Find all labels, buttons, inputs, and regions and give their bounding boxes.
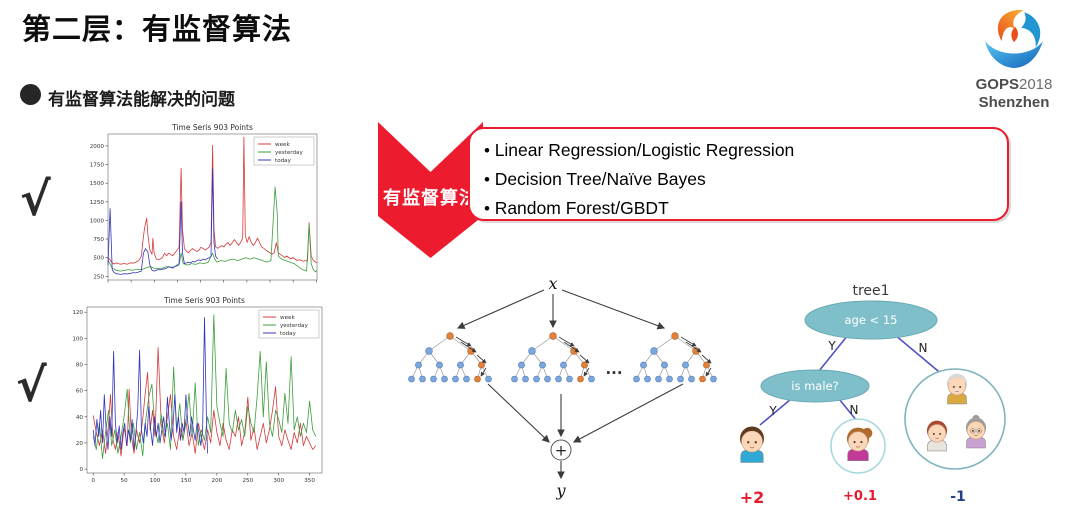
svg-text:500: 500 bbox=[93, 256, 104, 262]
svg-text:y: y bbox=[555, 481, 566, 500]
gops-logo-icon bbox=[985, 9, 1043, 68]
algorithm-item: Decision Tree/Naïve Bayes bbox=[484, 165, 1007, 194]
svg-text:x: x bbox=[548, 274, 557, 293]
logo-year: 2018 bbox=[1018, 76, 1053, 93]
svg-text:-1: -1 bbox=[950, 489, 966, 505]
svg-text:today: today bbox=[275, 158, 292, 164]
svg-text:week: week bbox=[280, 315, 295, 321]
svg-text:yesterday: yesterday bbox=[275, 150, 303, 156]
svg-text:200: 200 bbox=[212, 478, 223, 484]
section-bullet-icon bbox=[20, 84, 41, 105]
svg-text:is male?: is male? bbox=[791, 379, 838, 393]
svg-text:age < 15: age < 15 bbox=[844, 313, 897, 327]
gbdt-ensemble-diagram: x... + y bbox=[388, 272, 723, 504]
gops-logo-text: GOPS2018 bbox=[956, 75, 1072, 94]
svg-text:20: 20 bbox=[76, 441, 84, 447]
svg-text:Time Seris 903 Points: Time Seris 903 Points bbox=[171, 123, 253, 132]
svg-text:40: 40 bbox=[76, 415, 84, 421]
gops-logo: GOPS2018 Shenzhen bbox=[956, 4, 1072, 111]
svg-text:250: 250 bbox=[242, 478, 253, 484]
svg-text:+2: +2 bbox=[740, 488, 765, 507]
svg-text:100: 100 bbox=[150, 478, 161, 484]
down-chevron-arrow-icon bbox=[378, 122, 483, 258]
svg-text:today: today bbox=[280, 331, 297, 337]
svg-text:Y: Y bbox=[768, 404, 777, 418]
svg-text:Y: Y bbox=[827, 339, 836, 353]
svg-text:0: 0 bbox=[79, 467, 83, 473]
time-series-chart-top: Time Seris 903 Points 250 500 750 1000 1250 15… bbox=[82, 120, 322, 290]
svg-text:tree1: tree1 bbox=[852, 283, 889, 299]
svg-text:150: 150 bbox=[181, 478, 192, 484]
svg-text:2000: 2000 bbox=[90, 144, 105, 150]
algorithm-list: Linear Regression/Logistic Regression De… bbox=[484, 136, 1007, 223]
svg-text:...: ... bbox=[605, 360, 622, 378]
svg-text:N: N bbox=[850, 403, 859, 417]
svg-text:300: 300 bbox=[273, 478, 284, 484]
svg-text:1500: 1500 bbox=[90, 181, 105, 187]
checkmark-bottom: √ bbox=[16, 358, 47, 412]
algorithm-item: Linear Regression/Logistic Regression bbox=[484, 136, 1007, 165]
svg-text:80: 80 bbox=[76, 363, 84, 369]
svg-text:60: 60 bbox=[76, 389, 84, 395]
time-series-chart-bottom: Time Seris 903 Points 0 20 40 60 80 100 120 0 50 1… bbox=[60, 292, 328, 490]
svg-text:1750: 1750 bbox=[90, 163, 105, 169]
svg-text:1000: 1000 bbox=[90, 218, 105, 224]
algorithm-item: Random Forest/GBDT bbox=[484, 194, 1007, 223]
section-heading: 有监督算法能解决的问题 bbox=[48, 90, 235, 109]
logo-brand: GOPS bbox=[975, 76, 1019, 93]
svg-text:N: N bbox=[919, 341, 928, 355]
svg-text:+: + bbox=[555, 442, 568, 460]
svg-text:120: 120 bbox=[72, 310, 83, 316]
svg-text:350: 350 bbox=[304, 478, 315, 484]
svg-text:1250: 1250 bbox=[90, 200, 105, 206]
svg-text:Time Seris 903 Points: Time Seris 903 Points bbox=[163, 296, 245, 305]
checkmark-top: √ bbox=[20, 172, 51, 226]
arrow-label: 有监督算法 bbox=[383, 188, 478, 208]
algorithm-list-box: Linear Regression/Logistic Regression De… bbox=[468, 127, 1009, 221]
svg-text:+0.1: +0.1 bbox=[843, 489, 877, 504]
svg-text:250: 250 bbox=[93, 274, 104, 280]
svg-text:750: 750 bbox=[93, 237, 104, 243]
page-title: 第二层：有监督算法 bbox=[22, 14, 293, 46]
supervised-arrow-callout: 有监督算法 bbox=[378, 122, 483, 258]
svg-text:0: 0 bbox=[91, 478, 95, 484]
logo-city: Shenzhen bbox=[978, 94, 1050, 111]
svg-text:week: week bbox=[275, 142, 290, 148]
svg-text:50: 50 bbox=[121, 478, 129, 484]
svg-text:yesterday: yesterday bbox=[280, 323, 308, 329]
svg-text:100: 100 bbox=[72, 336, 83, 342]
